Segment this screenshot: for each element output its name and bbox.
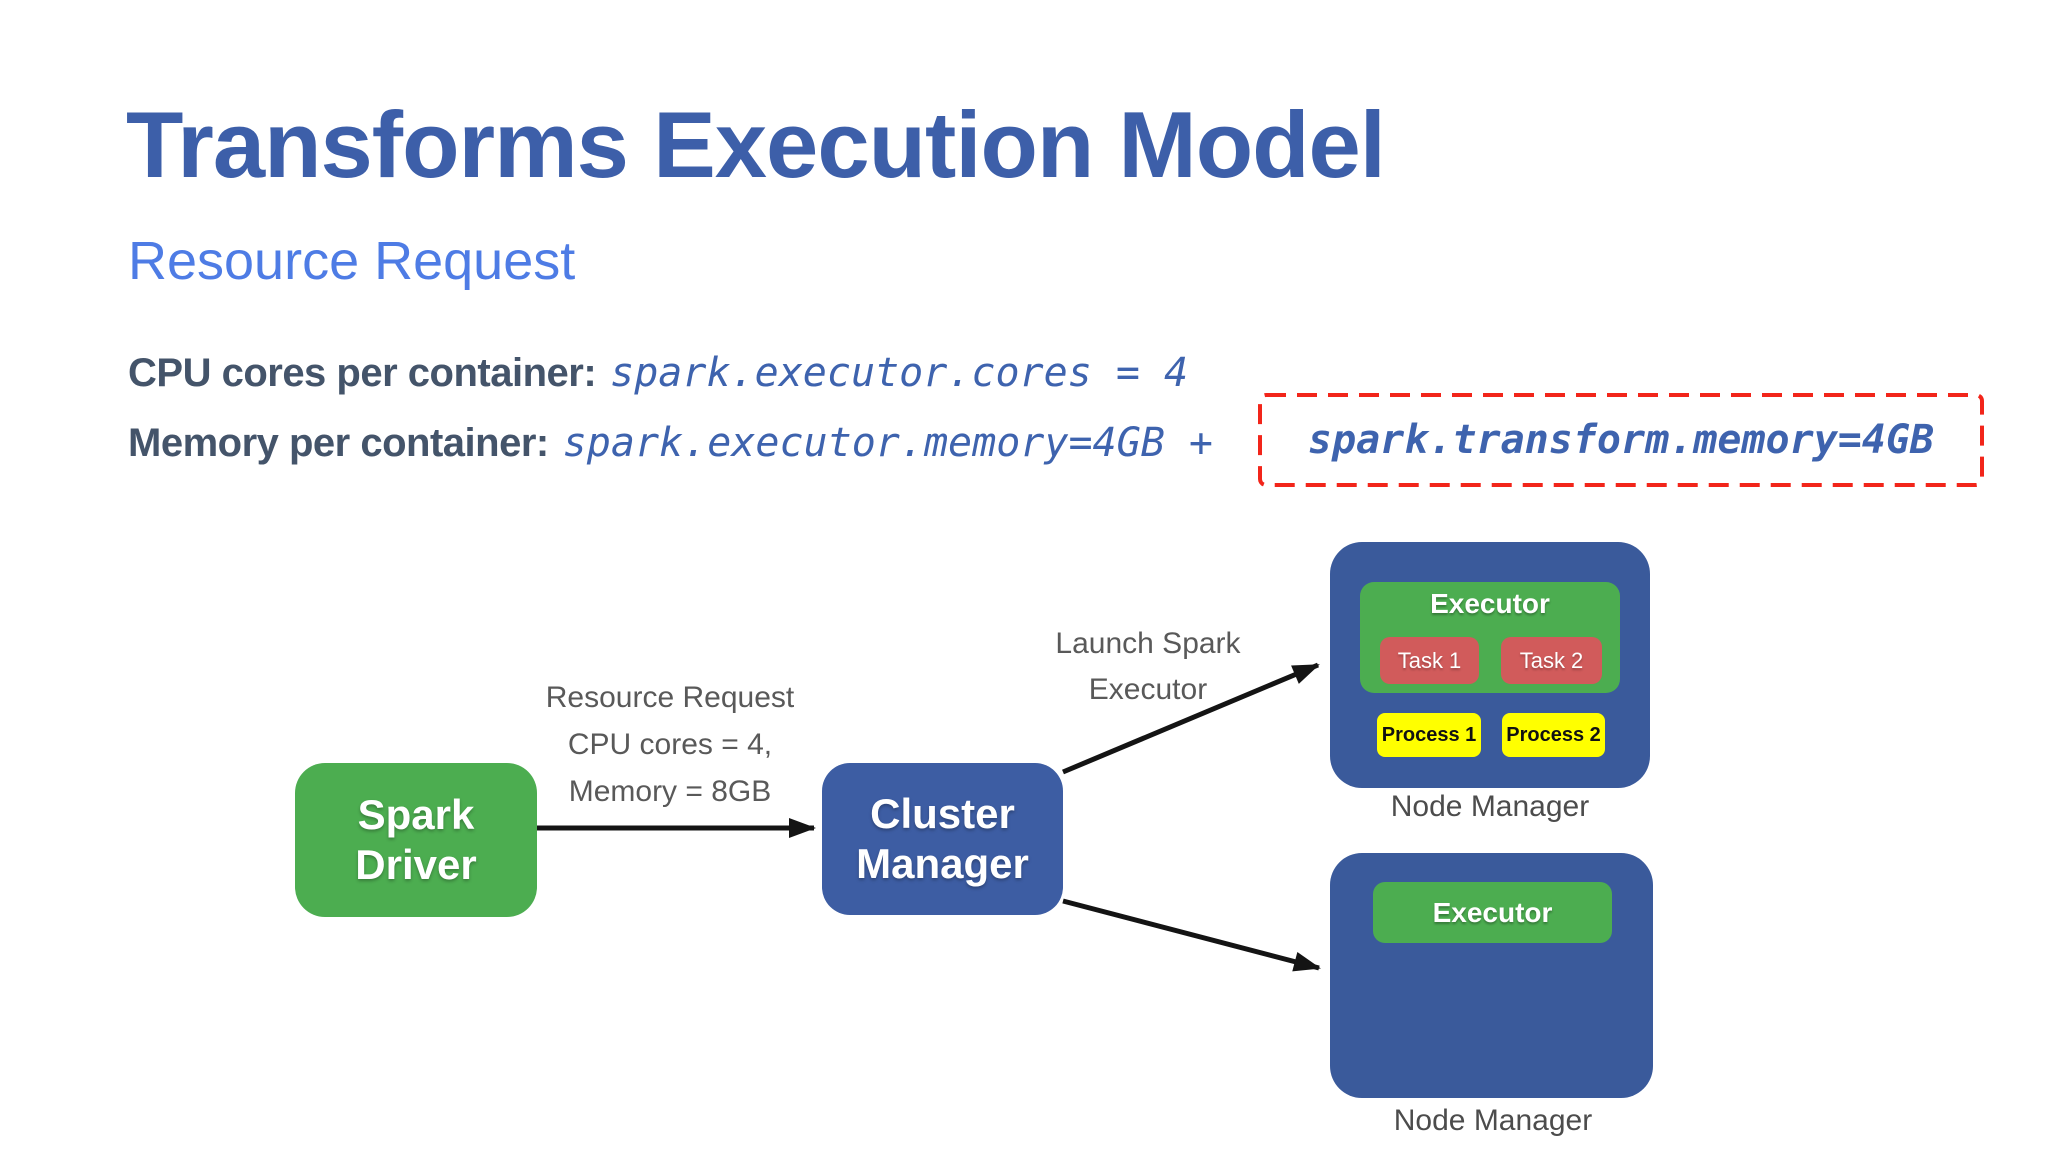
resource-request-note: Resource Request CPU cores = 4, Memory =… <box>520 674 820 815</box>
executor-panel-top: Executor Task 1 Task 2 <box>1360 582 1620 693</box>
node-manager-top-caption: Node Manager <box>1390 790 1590 823</box>
launch-spark-executor-note: Launch Spark Executor <box>1022 621 1274 713</box>
page-subtitle: Resource Request <box>128 231 576 291</box>
cluster-manager-label-line2: Manager <box>856 840 1029 887</box>
node-manager-bottom-container: Executor <box>1330 853 1653 1098</box>
memory-code: spark.executor.memory=4GB + <box>562 420 1213 466</box>
dashed-red-border <box>1258 393 1984 487</box>
arrow-cluster-to-bottom-node <box>1062 898 1321 972</box>
spark-driver-label-line1: Spark <box>357 791 475 839</box>
page-title: Transforms Execution Model <box>126 92 1386 197</box>
resource-request-note-line1: Resource Request <box>545 681 795 714</box>
node-manager-bottom-caption: Node Manager <box>1393 1104 1593 1137</box>
node-manager-top-container: Executor Task 1 Task 2 Process 1 Process… <box>1330 542 1650 788</box>
task-2-box: Task 2 <box>1501 637 1602 684</box>
memory-label: Memory per container: <box>128 421 549 465</box>
cluster-manager-label-line1: Cluster <box>870 790 1015 838</box>
config-line-memory: Memory per container: spark.executor.mem… <box>128 420 1213 466</box>
launch-note-line2: Executor <box>1088 673 1208 706</box>
cluster-manager-node: Cluster Manager <box>822 763 1063 915</box>
resource-request-note-line3: Memory = 8GB <box>568 775 772 808</box>
executor-top-label: Executor <box>1430 588 1550 619</box>
spark-driver-node: Spark Driver <box>295 763 537 917</box>
cpu-cores-code: spark.executor.cores = 4 <box>610 350 1189 396</box>
config-line-cpu: CPU cores per container: spark.executor.… <box>128 350 1188 396</box>
process-1-box: Process 1 <box>1377 713 1481 757</box>
cpu-cores-label: CPU cores per container: <box>128 351 597 395</box>
process-2-box: Process 2 <box>1502 713 1605 757</box>
executor-bottom-label: Executor <box>1373 882 1612 943</box>
transform-memory-highlight-box: spark.transform.memory=4GB <box>1258 393 1984 487</box>
resource-request-note-line2: CPU cores = 4, <box>567 728 773 761</box>
launch-note-line1: Launch Spark <box>1055 627 1241 660</box>
spark-driver-label-line2: Driver <box>355 841 477 888</box>
task-1-box: Task 1 <box>1380 637 1479 684</box>
transform-memory-code: spark.transform.memory=4GB <box>1307 417 1935 463</box>
